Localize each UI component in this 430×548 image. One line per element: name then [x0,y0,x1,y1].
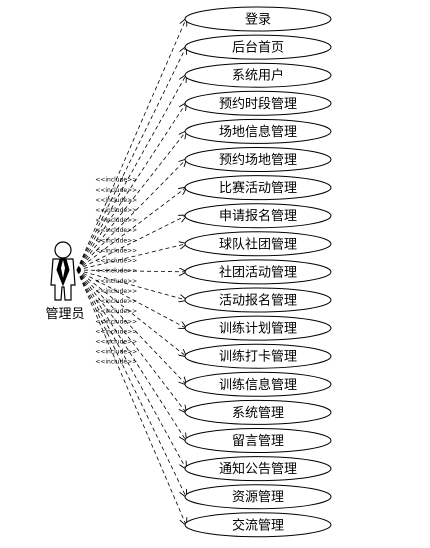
use-case-label: 登录 [245,13,271,28]
use-case-ellipse [184,203,332,229]
use-case-4[interactable]: 预约时段管理 [184,90,332,116]
actor-admin[interactable]: 管理员 [45,241,85,322]
use-case-label: 预约时段管理 [219,97,297,112]
use-case-label: 后台首页 [232,41,284,56]
include-stereotype-label: <<include>> [95,227,137,234]
use-case-ellipse [184,90,332,116]
include-line-11 [76,269,186,300]
use-case-label: 社团活动管理 [219,264,297,280]
use-case-label: 比赛活动管理 [219,180,297,196]
use-case-13[interactable]: 训练打卡管理 [184,343,332,369]
include-stereotype-label: <<include>> [95,197,137,204]
include-line-7 [76,188,186,271]
use-case-ellipse [184,147,332,172]
use-case-label: 训练打卡管理 [219,350,297,365]
include-line-17 [76,269,186,469]
use-case-2[interactable]: 后台首页 [184,34,332,60]
use-case-9[interactable]: 球队社团管理 [184,231,332,257]
use-case-ellipse [184,456,332,482]
include-line-9 [76,244,186,271]
include-stereotype-label: <<include>> [95,217,137,224]
use-case-label: 系统管理 [232,406,284,421]
include-stereotype-label: <<include>> [95,207,137,214]
include-stereotype-label: <<include>> [95,268,137,275]
use-case-ellipse [184,287,332,313]
use-case-label: 交流管理 [232,517,284,533]
use-case-10[interactable]: 社团活动管理 [184,259,332,285]
use-case-ellipse [184,484,332,510]
use-case-18[interactable]: 资源管理 [184,484,332,510]
actor-label: 管理员 [45,307,84,322]
use-case-label: 通知公告管理 [219,461,297,477]
use-case-ellipse [184,428,332,453]
include-stereotype-label: <<include>> [95,278,137,285]
include-line-16 [76,269,186,441]
use-case-ellipse [184,231,332,257]
include-stereotype-label: <<include>> [95,318,137,325]
include-stereotype-label: <<include>> [95,247,137,254]
use-case-label: 活动报名管理 [219,293,297,309]
include-stereotype-label: <<include>> [95,298,137,305]
include-line-13 [76,269,186,356]
include-line-14 [76,269,186,384]
use-case-list: 登录后台首页系统用户预约时段管理场地信息管理预约场地管理比赛活动管理申请报名管理… [184,6,332,538]
include-line-6 [76,160,186,271]
use-case-label: 申请报名管理 [219,208,297,224]
use-case-19[interactable]: 交流管理 [184,512,332,538]
include-stereotype-label: <<include>> [95,349,137,356]
use-case-15[interactable]: 系统管理 [184,399,332,425]
include-line-1 [76,19,186,271]
include-line-4 [76,103,186,271]
use-case-ellipse [184,399,332,425]
person-icon [50,241,76,301]
include-relations: <<include>> <<include>> <<include>> <<inclu… [76,19,186,525]
use-case-ellipse [184,118,332,144]
use-case-ellipse [184,175,332,201]
include-stereotype-label: <<include>> [95,258,137,265]
use-case-label: 训练信息管理 [219,377,297,393]
use-case-8[interactable]: 申请报名管理 [184,203,332,229]
use-case-5[interactable]: 场地信息管理 [184,118,332,144]
include-line-2 [76,47,186,271]
use-case-label: 留言管理 [232,434,284,449]
use-case-ellipse [184,512,332,538]
use-case-label: 资源管理 [232,490,284,505]
use-case-6[interactable]: 预约场地管理 [184,147,332,172]
include-stereotype-label: <<include>> [95,177,137,184]
include-line-5 [76,131,186,271]
use-case-ellipse [184,371,332,397]
use-case-label: 预约场地管理 [219,153,297,168]
include-stereotype-label: <<include>> [95,338,137,345]
include-line-8 [76,216,186,271]
include-line-3 [76,75,186,271]
use-case-14[interactable]: 训练信息管理 [184,371,332,397]
use-case-ellipse [184,259,332,285]
include-stereotype-label: <<include>> [95,288,137,295]
include-stereotype-label: <<include>> [95,359,137,366]
use-case-label: 系统用户 [232,68,284,84]
include-stereotype-label: <<include>> [95,187,137,194]
use-case-12[interactable]: 训练计划管理 [184,315,332,341]
use-case-ellipse [184,343,332,369]
use-case-ellipse [184,34,332,60]
use-case-label: 场地信息管理 [219,124,297,140]
include-line-15 [76,269,186,412]
use-case-3[interactable]: 系统用户 [184,62,332,88]
use-case-label: 球队社团管理 [219,236,297,252]
use-case-label: 训练计划管理 [219,322,297,337]
use-case-17[interactable]: 通知公告管理 [184,456,332,482]
include-stereotype-label: <<include>> [95,328,137,335]
use-case-ellipse [184,62,332,88]
use-case-7[interactable]: 比赛活动管理 [184,175,332,201]
use-case-ellipse [184,315,332,341]
include-stereotype-label: <<include>> [95,237,137,244]
use-case-ellipse [184,6,332,32]
include-stereotype-label: <<include>> [95,308,137,315]
use-case-11[interactable]: 活动报名管理 [184,287,332,313]
use-case-16[interactable]: 留言管理 [184,428,332,453]
use-case-1[interactable]: 登录 [184,6,332,32]
